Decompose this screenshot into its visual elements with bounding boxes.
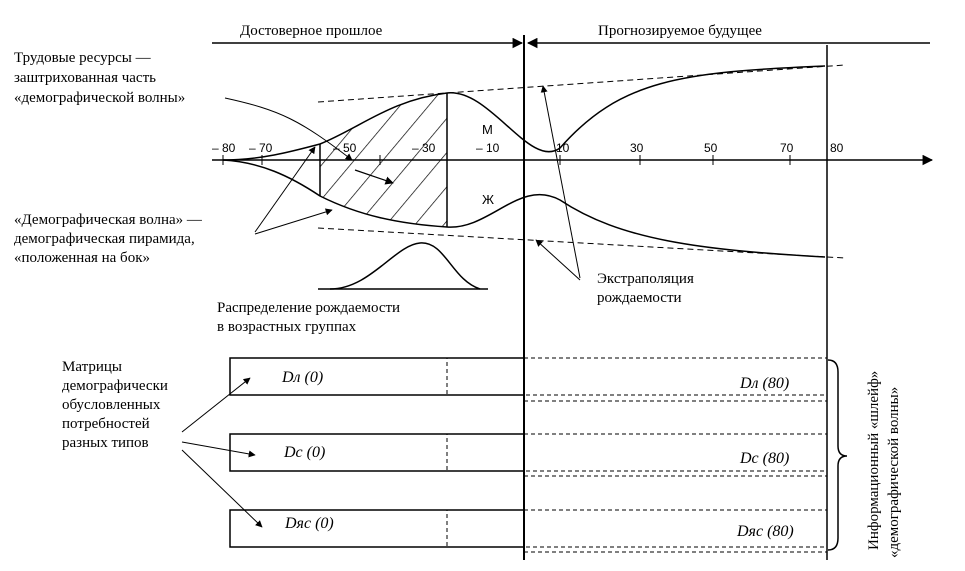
axis-tick-label: 80 — [830, 141, 844, 155]
matrix-3-end-label: Dяс (80) — [736, 523, 794, 540]
extrapolation-pointer-upper — [540, 85, 581, 279]
matrix-row-3: Dяс (0) Dяс (80) — [229, 509, 828, 553]
matrix-3-start-label: Dяс (0) — [284, 515, 334, 532]
axis-tick-label: 50 — [704, 141, 718, 155]
demographic-wave-text: «Демографическая волна» — демографическа… — [14, 212, 206, 266]
wave-pointer-upper — [254, 146, 316, 233]
lower-envelope — [317, 227, 846, 259]
birth-distribution-text: Распределение рождаемости в возрастных г… — [217, 300, 404, 335]
matrix-2-start-label: Dс (0) — [283, 444, 325, 461]
matrices-pointer-1 — [181, 377, 251, 433]
upper-wave-curve — [222, 65, 826, 161]
axis-tick-label: 70 — [780, 141, 794, 155]
labor-resources-pointer — [224, 97, 353, 161]
future-label: Прогнозируемое будущее — [598, 23, 762, 39]
matrix-row-1: Dл (0) Dл (80) — [229, 357, 828, 402]
info-shelf-brace — [827, 359, 848, 551]
hatch-inner-arrow — [354, 169, 394, 185]
labor-resources-text: Трудовые ресурсы — заштрихованная часть … — [14, 50, 185, 106]
upper-envelope — [317, 64, 846, 103]
axis-tick-label: – 50 — [333, 141, 357, 155]
info-shelf-text-2: «демографической волны» — [886, 387, 902, 558]
matrix-row-2: Dс (0) Dс (80) — [229, 433, 828, 477]
extrapolation-text: Экстраполяция рождаемости — [597, 271, 698, 306]
male-label: М — [482, 122, 493, 137]
axis-tick-label: 10 — [556, 141, 570, 155]
extrapolation-pointer-lower — [535, 239, 581, 281]
matrices-pointer-2 — [181, 441, 256, 458]
axis-tick-label: – 10 — [476, 141, 500, 155]
birth-distribution-curve — [329, 242, 481, 290]
matrix-2-end-label: Dс (80) — [739, 450, 789, 467]
info-shelf-text-1: Информационный «шлейф» — [866, 371, 882, 550]
axis-tick-label: – 70 — [249, 141, 273, 155]
axis-tick-label: 30 — [630, 141, 644, 155]
axis-tick-label: – 80 — [212, 141, 236, 155]
axis-tick-label: – 30 — [412, 141, 436, 155]
matrix-1-start-label: Dл (0) — [281, 369, 323, 386]
past-label: Достоверное прошлое — [240, 23, 383, 39]
female-label: Ж — [482, 192, 494, 207]
matrices-pointer-3 — [181, 449, 263, 528]
matrix-1-end-label: Dл (80) — [739, 375, 789, 392]
axis-ticks: – 80 – 70 – 50 – 30 – 10 10 30 50 70 80 — [212, 141, 844, 165]
matrices-text: Матрицы демографически обусловленных пот… — [62, 359, 172, 451]
wave-pointer-lower — [254, 208, 333, 235]
lower-wave-curve — [222, 159, 826, 258]
